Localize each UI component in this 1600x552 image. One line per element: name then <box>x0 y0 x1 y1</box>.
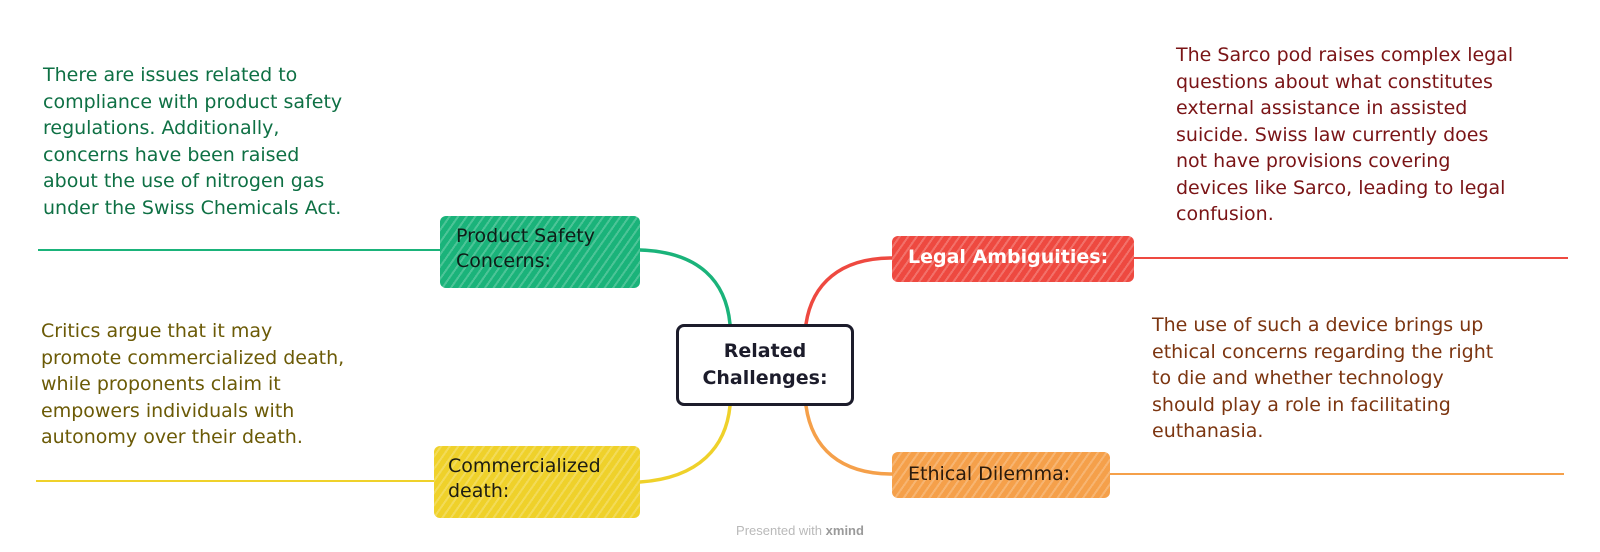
note-legal-ambiguities: The Sarco pod raises complex legal quest… <box>1176 44 1514 225</box>
note-product-safety: There are issues related to compliance w… <box>43 64 343 219</box>
topic-commercialized-death-label: Commercialized death: <box>448 455 601 502</box>
topic-product-safety-label: Product Safety Concerns: <box>456 225 595 272</box>
topic-legal-ambiguities-label: Legal Ambiguities: <box>908 246 1109 268</box>
xmind-brand: xmind <box>825 523 864 538</box>
footer-prefix: Presented with <box>736 523 823 538</box>
topic-commercialized-death[interactable]: Commercialized death: <box>434 446 640 518</box>
topic-legal-ambiguities[interactable]: Legal Ambiguities: <box>892 236 1134 282</box>
note-ethical-dilemma: The use of such a device brings up ethic… <box>1152 314 1494 442</box>
topic-ethical-dilemma-label: Ethical Dilemma: <box>908 463 1071 485</box>
central-topic[interactable]: Related Challenges: <box>676 324 854 406</box>
branch-ethical-dilemma <box>804 404 894 476</box>
note-commercialized-death: Critics argue that it may promote commer… <box>41 320 345 448</box>
presented-with-footer: Presented with xmind <box>0 523 1600 538</box>
topic-product-safety[interactable]: Product Safety Concerns: <box>440 216 640 288</box>
branch-product-safety <box>638 248 732 326</box>
branch-commercialized-death <box>638 404 732 484</box>
topic-ethical-dilemma[interactable]: Ethical Dilemma: <box>892 452 1110 498</box>
branch-legal-ambiguities <box>804 256 894 326</box>
central-topic-label: Related Challenges: <box>702 340 828 389</box>
